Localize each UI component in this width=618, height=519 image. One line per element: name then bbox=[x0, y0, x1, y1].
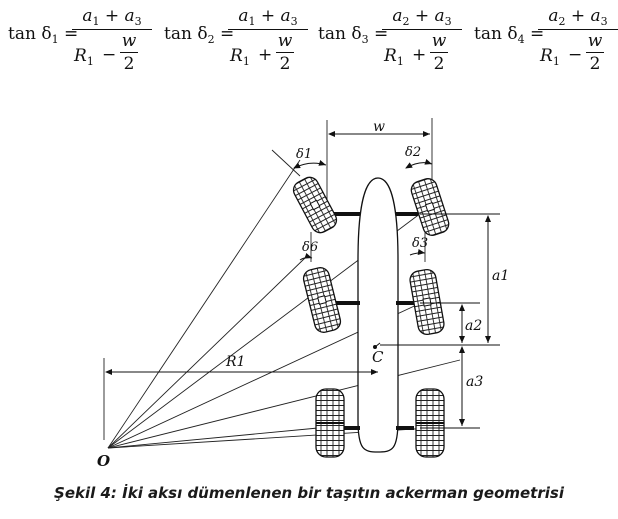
label-delta3: δ3 bbox=[412, 236, 428, 251]
wheel-rear-left bbox=[315, 388, 345, 458]
ray-to-middle-left bbox=[107, 257, 306, 449]
wheel-direction-line-1 bbox=[271, 149, 301, 177]
arc-delta2 bbox=[405, 158, 433, 169]
dimension-r1: R1 bbox=[105, 354, 378, 375]
axles bbox=[330, 212, 418, 430]
ray-to-front-left bbox=[107, 159, 301, 449]
formula-lhs: tan δ1 = bbox=[8, 24, 79, 46]
ray-to-rear bbox=[107, 427, 319, 449]
label-delta6: δ6 bbox=[302, 240, 318, 255]
wheel-front-left bbox=[292, 176, 338, 234]
wheel-front-right bbox=[410, 178, 450, 236]
ray-extended bbox=[107, 359, 461, 449]
formula-numerator: a1 + a3 bbox=[238, 6, 298, 28]
arc-delta3 bbox=[409, 249, 426, 256]
formula-numerator: a2 + a3 bbox=[392, 6, 452, 28]
arc-delta6 bbox=[299, 252, 313, 261]
formula-numerator: a2 + a3 bbox=[548, 6, 608, 28]
label-w: w bbox=[373, 119, 385, 135]
figure-caption: Şekil 4: İki aksı dümenlenen bir taşıtın… bbox=[54, 484, 564, 502]
label-a2: a2 bbox=[465, 318, 482, 334]
formula-lhs: tan δ2 = bbox=[164, 24, 235, 46]
label-delta2: δ2 bbox=[405, 145, 421, 160]
ackermann-diagram: w δ1 δ2 δ6 δ3 a1 a2 a3 R1 C O bbox=[97, 118, 509, 470]
point-c: C bbox=[372, 342, 384, 366]
label-o: O bbox=[97, 452, 110, 470]
label-delta1: δ1 bbox=[296, 147, 312, 162]
wheel-middle-right bbox=[409, 269, 445, 335]
formula-lhs: tan δ4 = bbox=[474, 24, 545, 46]
dimension-w: w bbox=[328, 119, 430, 137]
label-r1: R1 bbox=[225, 354, 245, 370]
wheel-rear-right bbox=[415, 388, 445, 458]
wheel-middle-left bbox=[302, 267, 342, 333]
turning-rays bbox=[107, 159, 461, 449]
steering-angle-arcs bbox=[293, 158, 433, 261]
label-a1: a1 bbox=[492, 268, 509, 284]
dimension-lines-a bbox=[380, 213, 500, 429]
label-a3: a3 bbox=[466, 374, 483, 390]
formula-lhs: tan δ3 = bbox=[318, 24, 389, 46]
arc-delta1 bbox=[293, 160, 327, 169]
label-c: C bbox=[372, 348, 384, 366]
formula-numerator: a1 + a3 bbox=[82, 6, 142, 28]
vehicle-body bbox=[357, 177, 399, 453]
